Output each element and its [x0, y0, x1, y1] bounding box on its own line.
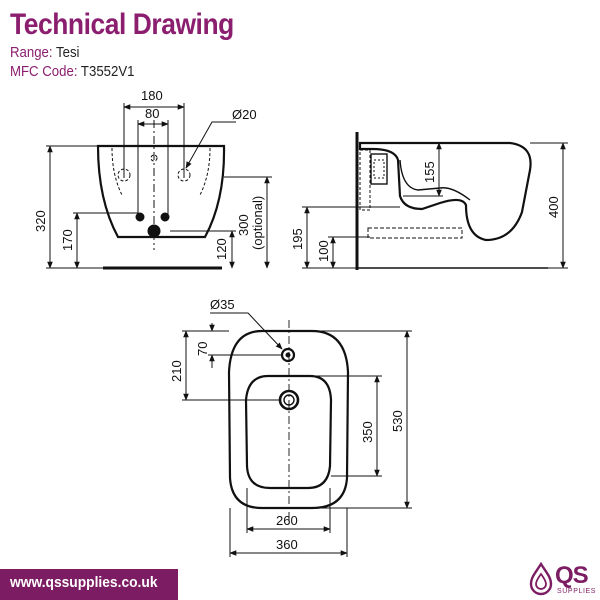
- dim-210: 210: [169, 360, 184, 382]
- front-view: [46, 103, 272, 270]
- side-view-labels: 155 400 195 100: [290, 161, 561, 262]
- dim-260: 260: [276, 513, 298, 528]
- side-body-outline: [358, 141, 532, 242]
- dim-195: 195: [290, 228, 305, 250]
- range-value: Tesi: [56, 44, 80, 61]
- front-bowl-outline: [96, 144, 226, 239]
- mfc-label: MFC Code:: [10, 63, 78, 80]
- dim-120: 120: [214, 238, 229, 260]
- logo-text: QS: [555, 562, 589, 589]
- qs-drop-logo-icon: [529, 562, 553, 596]
- website-link[interactable]: www.qssupplies.co.uk: [10, 574, 158, 591]
- dim-360: 360: [276, 537, 298, 552]
- dim-100: 100: [316, 240, 331, 262]
- dim-400: 400: [546, 196, 561, 218]
- page-title: Technical Drawing: [10, 8, 234, 41]
- dim-optional: (optional): [250, 196, 265, 250]
- range-label: Range:: [10, 44, 53, 61]
- front-view-labels: 180 80 Ø20 320 170 120 300 (optional): [33, 88, 265, 260]
- dim-350: 350: [360, 421, 375, 443]
- dim-300: 300: [236, 214, 251, 236]
- top-inner-bowl: [244, 374, 333, 490]
- dim-170: 170: [60, 229, 75, 251]
- dim-180: 180: [141, 88, 163, 103]
- logo-subtext: SUPPLIES: [557, 588, 597, 595]
- mfc-value: T3552V1: [80, 63, 135, 80]
- dim-320: 320: [33, 210, 48, 232]
- top-view: [182, 312, 412, 557]
- technical-drawing: 180 80 Ø20 320 170 120 300 (optional): [33, 88, 568, 557]
- range-line: Range: Tesi: [10, 44, 79, 61]
- mfc-code-line: MFC Code: T3552V1: [10, 63, 135, 80]
- dim-80: 80: [145, 106, 159, 121]
- dim-155: 155: [422, 161, 437, 183]
- top-view-labels: Ø35 70 210 350 530 260 360: [169, 297, 405, 552]
- dim-dia20: Ø20: [232, 107, 257, 122]
- footer-bar: [0, 569, 178, 600]
- side-view: [302, 132, 568, 270]
- dim-70: 70: [195, 342, 210, 356]
- dim-dia35: Ø35: [210, 297, 235, 312]
- dim-530: 530: [390, 410, 405, 432]
